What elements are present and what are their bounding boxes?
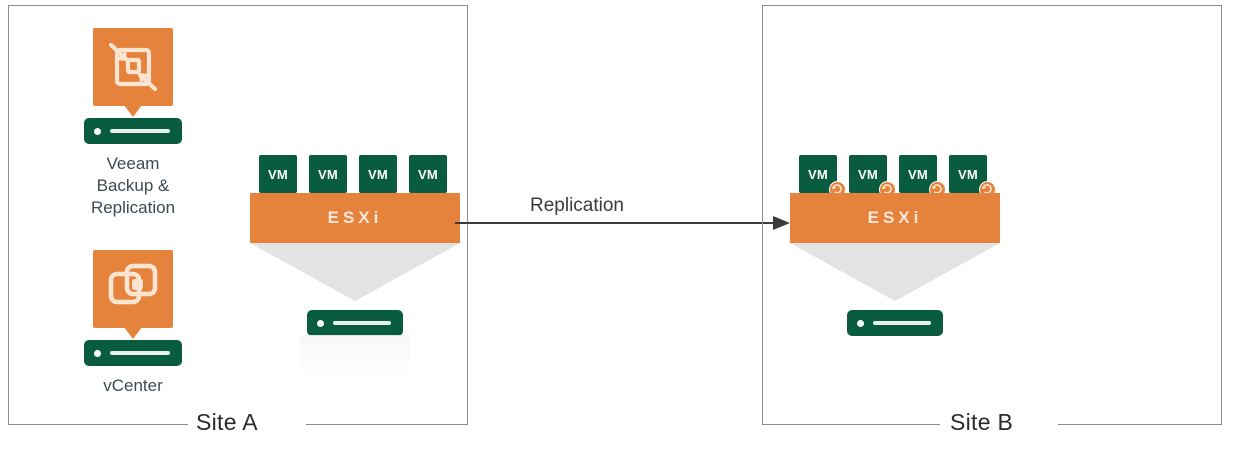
vcenter-caption-line-1: vCenter bbox=[103, 376, 163, 395]
vcenter-caption: vCenter bbox=[58, 375, 208, 397]
server-led-icon bbox=[857, 319, 864, 327]
replication-label: Replication bbox=[530, 195, 624, 216]
server-slot-icon bbox=[110, 129, 170, 133]
replication-arrow-icon bbox=[455, 216, 790, 230]
veeam-caption-line-3: Replication bbox=[90, 198, 176, 217]
site-b-esxi-host: VM VM VM VM ESXi bbox=[790, 155, 1000, 336]
vcenter-icon bbox=[108, 263, 158, 305]
server-led-icon bbox=[317, 319, 324, 327]
site-a-vm-row: VM VM VM VM bbox=[259, 155, 460, 193]
site-b-funnel-shape bbox=[790, 243, 1000, 301]
server-led-icon bbox=[94, 127, 101, 135]
veeam-backup-replication-icon bbox=[108, 42, 158, 92]
veeam-caption-line-2: Backup & bbox=[96, 176, 170, 195]
server-slot-icon bbox=[333, 321, 391, 325]
server-slot-icon bbox=[110, 351, 170, 355]
site-a-vm-1: VM bbox=[259, 155, 297, 193]
vcenter-server-icon bbox=[84, 340, 182, 366]
site-b-label: Site B bbox=[950, 409, 1014, 435]
site-a-vm-3: VM bbox=[359, 155, 397, 193]
site-a-funnel-shape bbox=[250, 243, 460, 301]
site-a-storage-icon bbox=[307, 310, 403, 336]
site-b-vm-row: VM VM VM VM bbox=[799, 155, 1000, 198]
server-slot-icon bbox=[873, 321, 931, 325]
veeam-caption-line-1: Veeam bbox=[106, 154, 160, 173]
vcenter-node: vCenter bbox=[58, 250, 208, 397]
veeam-backup-replication-node: Veeam Backup & Replication bbox=[58, 28, 208, 219]
site-a-vm-4: VM bbox=[409, 155, 447, 193]
site-b-storage-icon bbox=[847, 310, 943, 336]
veeam-caption: Veeam Backup & Replication bbox=[58, 153, 208, 219]
veeam-server-icon bbox=[84, 118, 182, 144]
site-a-vm-2: VM bbox=[309, 155, 347, 193]
site-a-esxi-bar: ESXi bbox=[250, 193, 460, 243]
vcenter-badge-shape bbox=[93, 250, 173, 339]
site-a-label-gap bbox=[188, 418, 306, 428]
site-a-esxi-host: VM VM VM VM ESXi bbox=[250, 155, 460, 336]
server-led-icon bbox=[94, 349, 101, 357]
veeam-badge-shape bbox=[93, 28, 173, 117]
site-b-esxi-bar: ESXi bbox=[790, 193, 1000, 243]
site-b-label-gap bbox=[940, 418, 1058, 428]
site-a-label: Site A bbox=[196, 409, 258, 435]
